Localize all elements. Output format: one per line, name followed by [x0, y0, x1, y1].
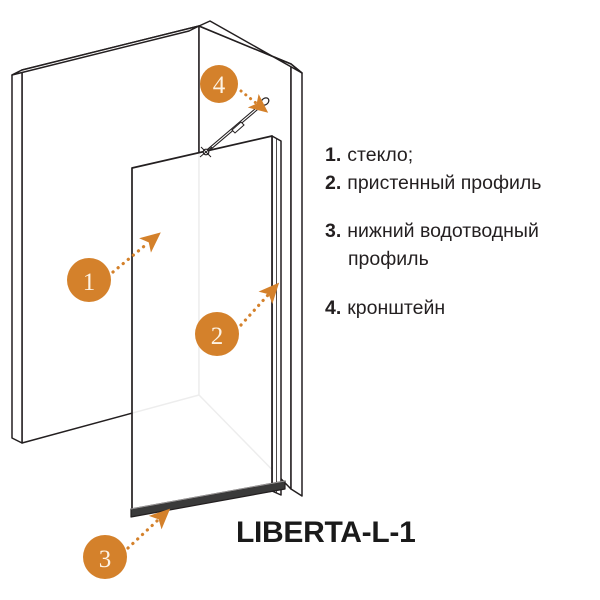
model-title: LIBERTA-L-1	[236, 516, 416, 549]
leader-line-1	[111, 232, 161, 274]
wall-profile	[271, 135, 282, 496]
legend-item-2: 2. пристенный профиль	[325, 171, 600, 194]
leader-line-2	[239, 282, 280, 327]
marker-2-label: 2	[211, 323, 224, 350]
legend-item-4-label: кронштейн	[347, 297, 446, 319]
legend-item-4: 4. кронштейн	[325, 297, 600, 319]
marker-1-circle	[67, 258, 111, 302]
marker-1[interactable]: 1	[67, 258, 111, 302]
marker-1-label: 1	[83, 269, 96, 296]
legend-item-2-label: пристенный профиль	[347, 171, 542, 194]
legend-item-3-label: нижний водотводный	[347, 220, 539, 242]
marker-4[interactable]: 4	[200, 65, 238, 103]
legend-item-3-label-continued: профиль	[348, 247, 429, 270]
legend-item-4-number: 4.	[325, 297, 342, 319]
legend-item-3-number: 3.	[325, 220, 342, 242]
legend-item-3: 3. нижний водотводный	[325, 220, 600, 242]
legend-item-3-continued: профиль	[325, 247, 600, 270]
legend-item-1-number: 1.	[325, 144, 342, 166]
marker-3-label: 3	[99, 546, 112, 573]
marker-4-label: 4	[213, 72, 226, 99]
legend-list: 1. стекло; 2. пристенный профиль 3. нижн…	[325, 144, 600, 319]
marker-2-circle	[195, 312, 239, 356]
marker-3-circle	[83, 535, 127, 579]
marker-4-circle	[200, 65, 238, 103]
bottom-drain-profile	[130, 480, 286, 518]
legend-item-1: 1. стекло;	[325, 144, 600, 166]
marker-2[interactable]: 2	[195, 312, 239, 356]
marker-3[interactable]: 3	[83, 535, 127, 579]
legend-item-2-number: 2.	[325, 171, 342, 194]
legend-item-1-label: стекло;	[347, 144, 414, 166]
leader-line-3	[126, 508, 171, 550]
